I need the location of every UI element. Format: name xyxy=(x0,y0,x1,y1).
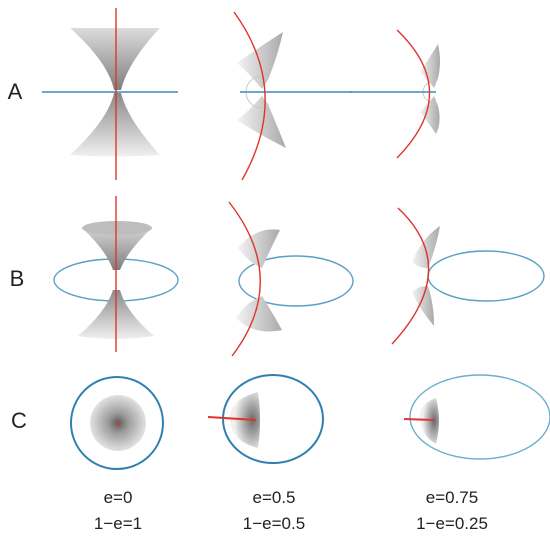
surface-bottom xyxy=(70,93,160,157)
surface-top-rim xyxy=(82,221,152,235)
panel-c-e0 xyxy=(70,376,164,470)
surface-bottom xyxy=(412,286,434,326)
orbit-ellipse xyxy=(222,374,324,464)
orbit-ellipse xyxy=(427,250,545,302)
caption-one-minus-e: 1−e=0.5 xyxy=(242,514,306,533)
caption-e: e=0.5 xyxy=(252,488,296,507)
surface-cone xyxy=(419,398,439,444)
row-label-c: C xyxy=(11,408,27,433)
surface-top xyxy=(82,224,152,270)
caption-e: e=0.75 xyxy=(425,488,479,507)
panel-a-e05 xyxy=(233,11,352,181)
orbit-ellipse xyxy=(409,374,550,460)
panel-c-e05 xyxy=(207,374,324,464)
caption-col-1: e=0 1−e=1 xyxy=(28,485,208,537)
caption-col-3: e=0.75 1−e=0.25 xyxy=(362,485,542,537)
caption-col-2: e=0.5 1−e=0.5 xyxy=(184,485,364,537)
surface-top xyxy=(237,32,283,89)
panel-b-e0 xyxy=(53,196,179,352)
row-label-b: B xyxy=(9,266,25,291)
axis-arrow xyxy=(403,418,435,421)
surface-top xyxy=(70,28,160,90)
orbit-circle xyxy=(70,376,164,470)
row-label-a: A xyxy=(7,79,23,104)
axis-arrow xyxy=(207,416,257,421)
caption-one-minus-e: 1−e=0.25 xyxy=(416,514,488,533)
caption-e: e=0 xyxy=(103,488,133,507)
panel-c-e075 xyxy=(403,374,550,460)
surface-top xyxy=(420,44,440,88)
panel-a-e075 xyxy=(350,29,440,159)
rotation-axis xyxy=(391,207,430,345)
panel-a-e0 xyxy=(42,8,178,180)
surface-top xyxy=(238,229,280,268)
panel-b-e075 xyxy=(391,207,545,345)
rotation-axis xyxy=(228,201,261,357)
surface-top xyxy=(412,226,440,268)
surface-bottom xyxy=(236,296,282,332)
surface-bottom xyxy=(237,96,286,148)
orbit-ellipse xyxy=(238,255,354,307)
rotation-axis xyxy=(233,11,266,181)
panel-b-e05 xyxy=(228,201,354,357)
caption-one-minus-e: 1−e=1 xyxy=(93,514,143,533)
rotation-axis xyxy=(396,29,431,159)
surface-bottom xyxy=(420,96,440,134)
center-point xyxy=(116,421,120,425)
